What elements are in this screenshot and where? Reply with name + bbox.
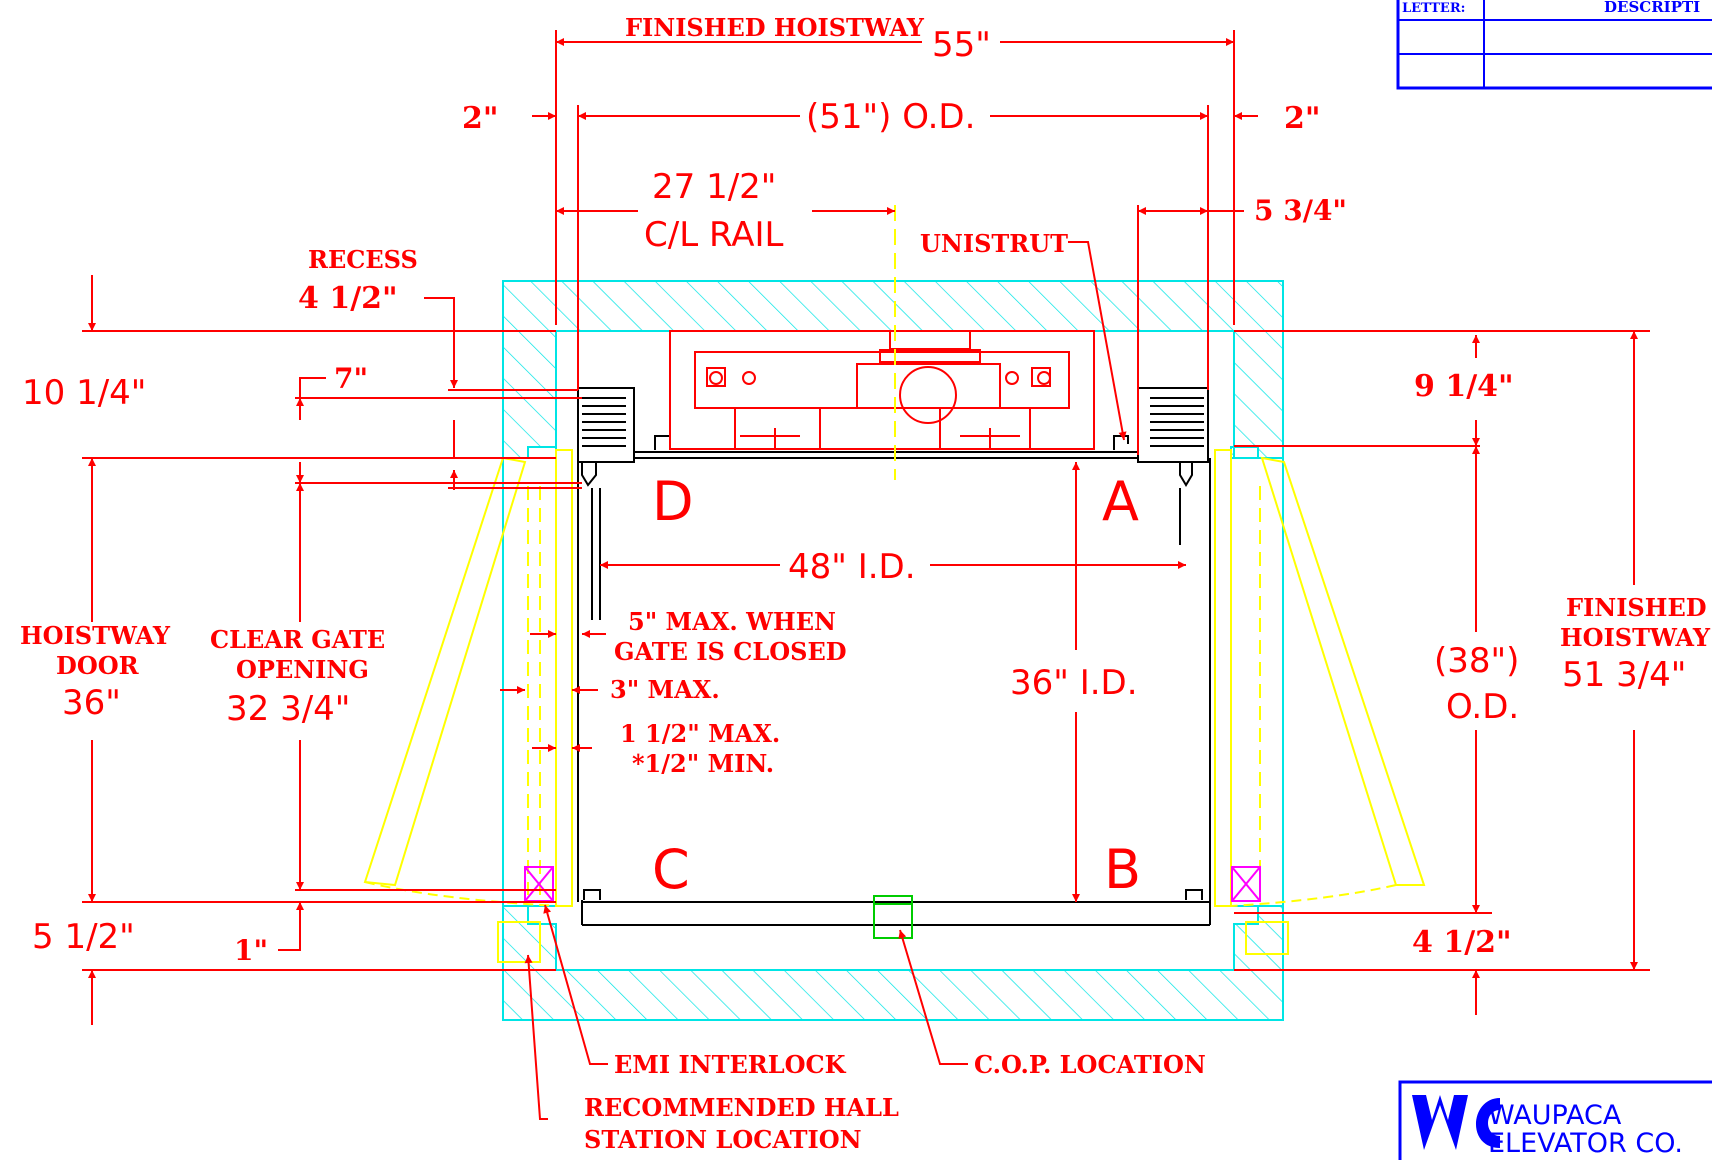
left-door-recess	[502, 457, 557, 907]
emi-interlocks	[524, 866, 1261, 902]
top-left-depth: 10 1/4"	[22, 373, 146, 413]
recess-value: 4 1/2"	[298, 281, 398, 316]
left-hall-station	[497, 921, 541, 963]
unistrut-label: UNISTRUT	[920, 229, 1068, 258]
title-block: LETTER: DESCRIPTI	[1396, 0, 1712, 90]
left-rail-bracket	[577, 387, 635, 463]
corner-a: A	[1102, 470, 1139, 533]
hall-station-label-2: STATION LOCATION	[584, 1125, 862, 1154]
right-hall-station	[1245, 921, 1289, 955]
hall-station-label-1: RECOMMENDED HALL	[584, 1093, 899, 1122]
hoistway-door-2: DOOR	[56, 651, 140, 680]
recess-label: RECESS	[308, 245, 418, 274]
finished-depth-2: HOISTWAY	[1560, 623, 1711, 652]
logo: WAUPACA ELEVATOR CO.	[1398, 1080, 1712, 1160]
gate-note-2: GATE IS CLOSED	[614, 637, 847, 666]
dimension-labels: FINISHED HOISTWAY 55" (51") O.D. 2" 2" 2…	[20, 13, 1711, 1154]
bottom-left-depth: 5 1/2"	[32, 917, 135, 957]
gate-note-1: 5" MAX. WHEN	[628, 607, 836, 636]
cl-rail-value: 27 1/2"	[652, 167, 776, 207]
corner-d: D	[652, 470, 694, 533]
half-min: *1/2" MIN.	[632, 749, 774, 778]
one-half-max: 1 1/2" MAX.	[620, 719, 780, 748]
finished-hoistway-label: FINISHED HOISTWAY	[625, 13, 925, 42]
id-depth: 36" I.D.	[1010, 663, 1138, 703]
rail-offset: 5 3/4"	[1254, 194, 1347, 227]
three-max: 3" MAX.	[610, 675, 720, 704]
cop-panel	[873, 895, 913, 939]
logo-mark-icon	[1412, 1095, 1468, 1150]
emi-interlock-label: EMI INTERLOCK	[614, 1050, 847, 1079]
clear-gate-2: OPENING	[236, 655, 369, 684]
logo-line2: ELEVATOR CO.	[1488, 1128, 1683, 1159]
right-swing-door	[1260, 456, 1426, 886]
finished-hoistway-width: 55"	[932, 25, 991, 65]
hoistway-door-1: HOISTWAY	[20, 621, 171, 650]
finished-depth-1: FINISHED	[1566, 593, 1707, 622]
seven-inch: 7"	[334, 362, 368, 395]
right-rail-bracket	[1137, 387, 1209, 463]
left-clearance: 2"	[462, 101, 499, 136]
one-inch: 1"	[234, 934, 268, 967]
corner-c: C	[652, 838, 690, 901]
od-depth-1: (38")	[1434, 641, 1519, 681]
left-gate-post	[581, 462, 597, 487]
hoistway-doors	[363, 449, 1426, 963]
clear-gate-1: CLEAR GATE	[210, 625, 385, 654]
drive-machinery	[669, 330, 1095, 450]
clear-gate-value: 32 3/4"	[226, 689, 350, 729]
bottom-right-depth: 4 1/2"	[1412, 925, 1512, 960]
od-width: (51") O.D.	[806, 97, 975, 137]
right-clearance: 2"	[1284, 101, 1321, 136]
cop-location-label: C.O.P. LOCATION	[974, 1050, 1206, 1079]
left-unistrut-clip	[654, 435, 671, 450]
right-gate-post	[1179, 462, 1193, 487]
hoistway-door-value: 36"	[62, 683, 121, 723]
right-unistrut-clip	[1113, 435, 1129, 450]
left-rail-stack	[582, 397, 626, 447]
top-right-depth: 9 1/4"	[1414, 369, 1514, 404]
finished-depth-value: 51 3/4"	[1562, 655, 1686, 695]
od-depth-2: O.D.	[1446, 687, 1519, 727]
id-width: 48" I.D.	[788, 547, 916, 587]
right-door-recess	[1230, 457, 1284, 907]
dimension-lines	[82, 30, 1650, 1120]
right-bottom-clip	[1185, 889, 1203, 900]
right-rail-stack	[1150, 397, 1204, 447]
left-swing-door	[363, 456, 527, 887]
hoistway-walls	[502, 280, 1284, 1021]
title-letter-header: LETTER:	[1402, 1, 1465, 16]
title-description-header: DESCRIPTI	[1604, 0, 1700, 16]
elevator-car	[577, 387, 1211, 926]
cl-rail-label: C/L RAIL	[644, 215, 783, 255]
logo-line1: WAUPACA	[1488, 1100, 1622, 1131]
corner-b: B	[1104, 838, 1141, 901]
left-bottom-clip	[583, 889, 601, 900]
